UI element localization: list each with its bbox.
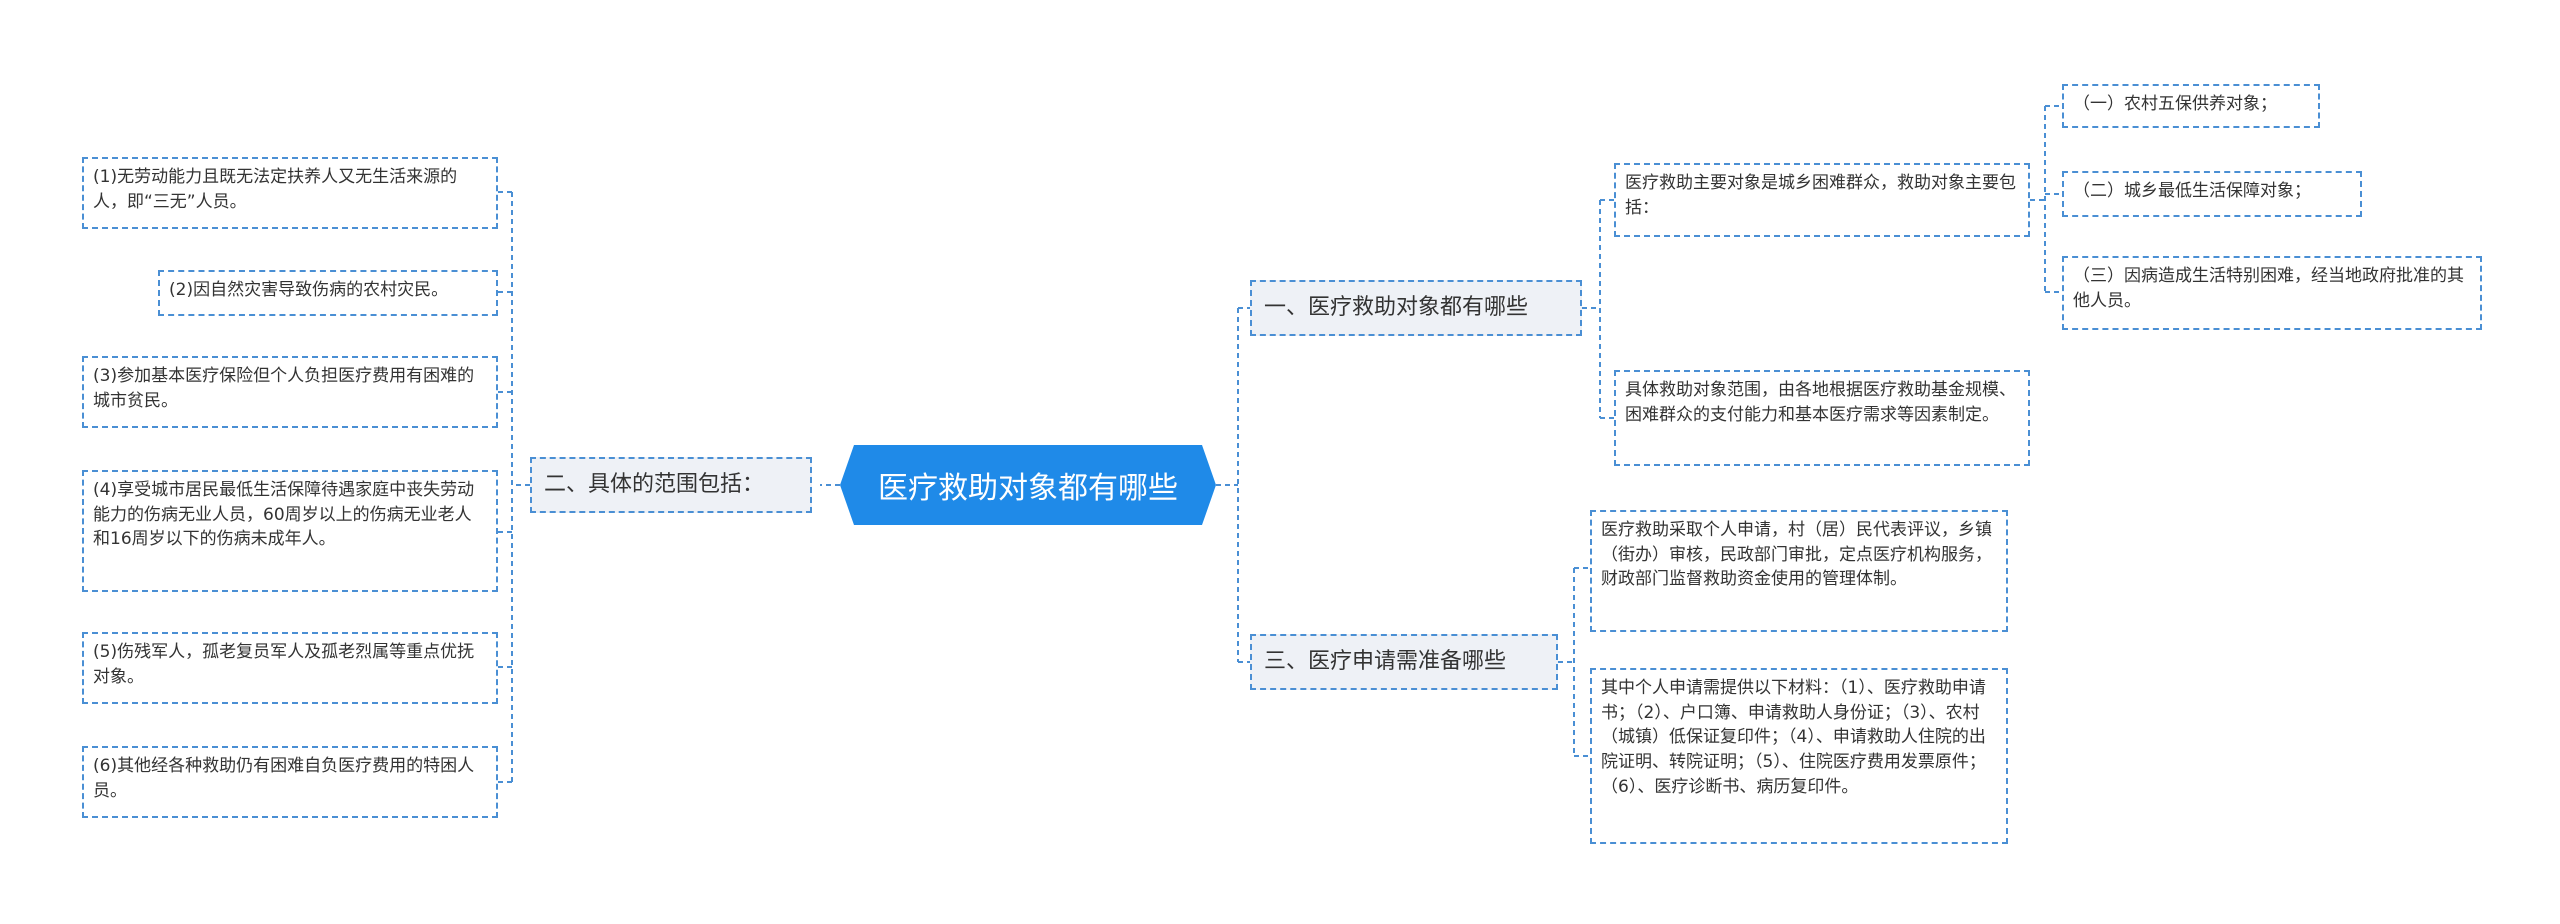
branch-label: 三、医疗申请需准备哪些 [1264, 649, 1507, 675]
node-text: 其中个人申请需提供以下材料：（1）、医疗救助申请书；（2）、户口簿、申请救助人身… [1601, 678, 1986, 797]
scope-item-5[interactable]: (5)伤残军人，孤老复员军人及孤老烈属等重点优抚对象。 [82, 632, 498, 704]
node-required-documents[interactable]: 其中个人申请需提供以下材料：（1）、医疗救助申请书；（2）、户口簿、申请救助人身… [1590, 668, 2008, 844]
root-title: 医疗救助对象都有哪些 [878, 471, 1178, 506]
node-text: 医疗救助采取个人申请，村（居）民代表评议，乡镇（街办）审核，民政部门审批，定点医… [1601, 520, 1992, 590]
node-text: 医疗救助主要对象是城乡困难群众，救助对象主要包括： [1625, 173, 2016, 218]
node-text: （三）因病造成生活特别困难，经当地政府批准的其他人员。 [2073, 266, 2464, 311]
branch-label: 一、医疗救助对象都有哪些 [1264, 295, 1529, 321]
branch-specific-scope[interactable]: 二、具体的范围包括： [530, 457, 812, 513]
node-text: （二）城乡最低生活保障对象； [2073, 181, 2311, 201]
node-scope-definition[interactable]: 具体救助对象范围，由各地根据医疗救助基金规模、困难群众的支付能力和基本医疗需求等… [1614, 370, 2030, 466]
node-text: (2)因自然灾害导致伤病的农村灾民。 [169, 280, 449, 300]
scope-item-3[interactable]: (3)参加基本医疗保险但个人负担医疗费用有困难的城市贫民。 [82, 356, 498, 428]
node-subtarget-3[interactable]: （三）因病造成生活特别困难，经当地政府批准的其他人员。 [2062, 256, 2482, 330]
node-text: (5)伤残军人，孤老复员军人及孤老烈属等重点优抚对象。 [93, 642, 475, 687]
node-subtarget-1[interactable]: （一）农村五保供养对象； [2062, 84, 2320, 128]
node-main-targets[interactable]: 医疗救助主要对象是城乡困难群众，救助对象主要包括： [1614, 163, 2030, 237]
node-application-process[interactable]: 医疗救助采取个人申请，村（居）民代表评议，乡镇（街办）审核，民政部门审批，定点医… [1590, 510, 2008, 632]
scope-item-1[interactable]: (1)无劳动能力且既无法定扶养人又无生活来源的人，即“三无”人员。 [82, 157, 498, 229]
branch-target-groups[interactable]: 一、医疗救助对象都有哪些 [1250, 280, 1582, 336]
branch-label: 二、具体的范围包括： [544, 472, 765, 498]
scope-item-6[interactable]: (6)其他经各种救助仍有困难自负医疗费用的特困人员。 [82, 746, 498, 818]
node-subtarget-2[interactable]: （二）城乡最低生活保障对象； [2062, 171, 2362, 217]
scope-item-2[interactable]: (2)因自然灾害导致伤病的农村灾民。 [158, 270, 498, 316]
node-text: （一）农村五保供养对象； [2073, 94, 2277, 114]
branch-application-materials[interactable]: 三、医疗申请需准备哪些 [1250, 634, 1558, 690]
node-text: (3)参加基本医疗保险但个人负担医疗费用有困难的城市贫民。 [93, 366, 475, 411]
node-text: (4)享受城市居民最低生活保障待遇家庭中丧失劳动能力的伤病无业人员，60周岁以上… [93, 480, 475, 550]
scope-item-4[interactable]: (4)享受城市居民最低生活保障待遇家庭中丧失劳动能力的伤病无业人员，60周岁以上… [82, 470, 498, 592]
node-text: (1)无劳动能力且既无法定扶养人又无生活来源的人，即“三无”人员。 [93, 167, 458, 212]
node-text: 具体救助对象范围，由各地根据医疗救助基金规模、困难群众的支付能力和基本医疗需求等… [1625, 380, 2016, 425]
root-topic[interactable]: 医疗救助对象都有哪些 [840, 445, 1216, 525]
node-text: (6)其他经各种救助仍有困难自负医疗费用的特困人员。 [93, 756, 475, 801]
